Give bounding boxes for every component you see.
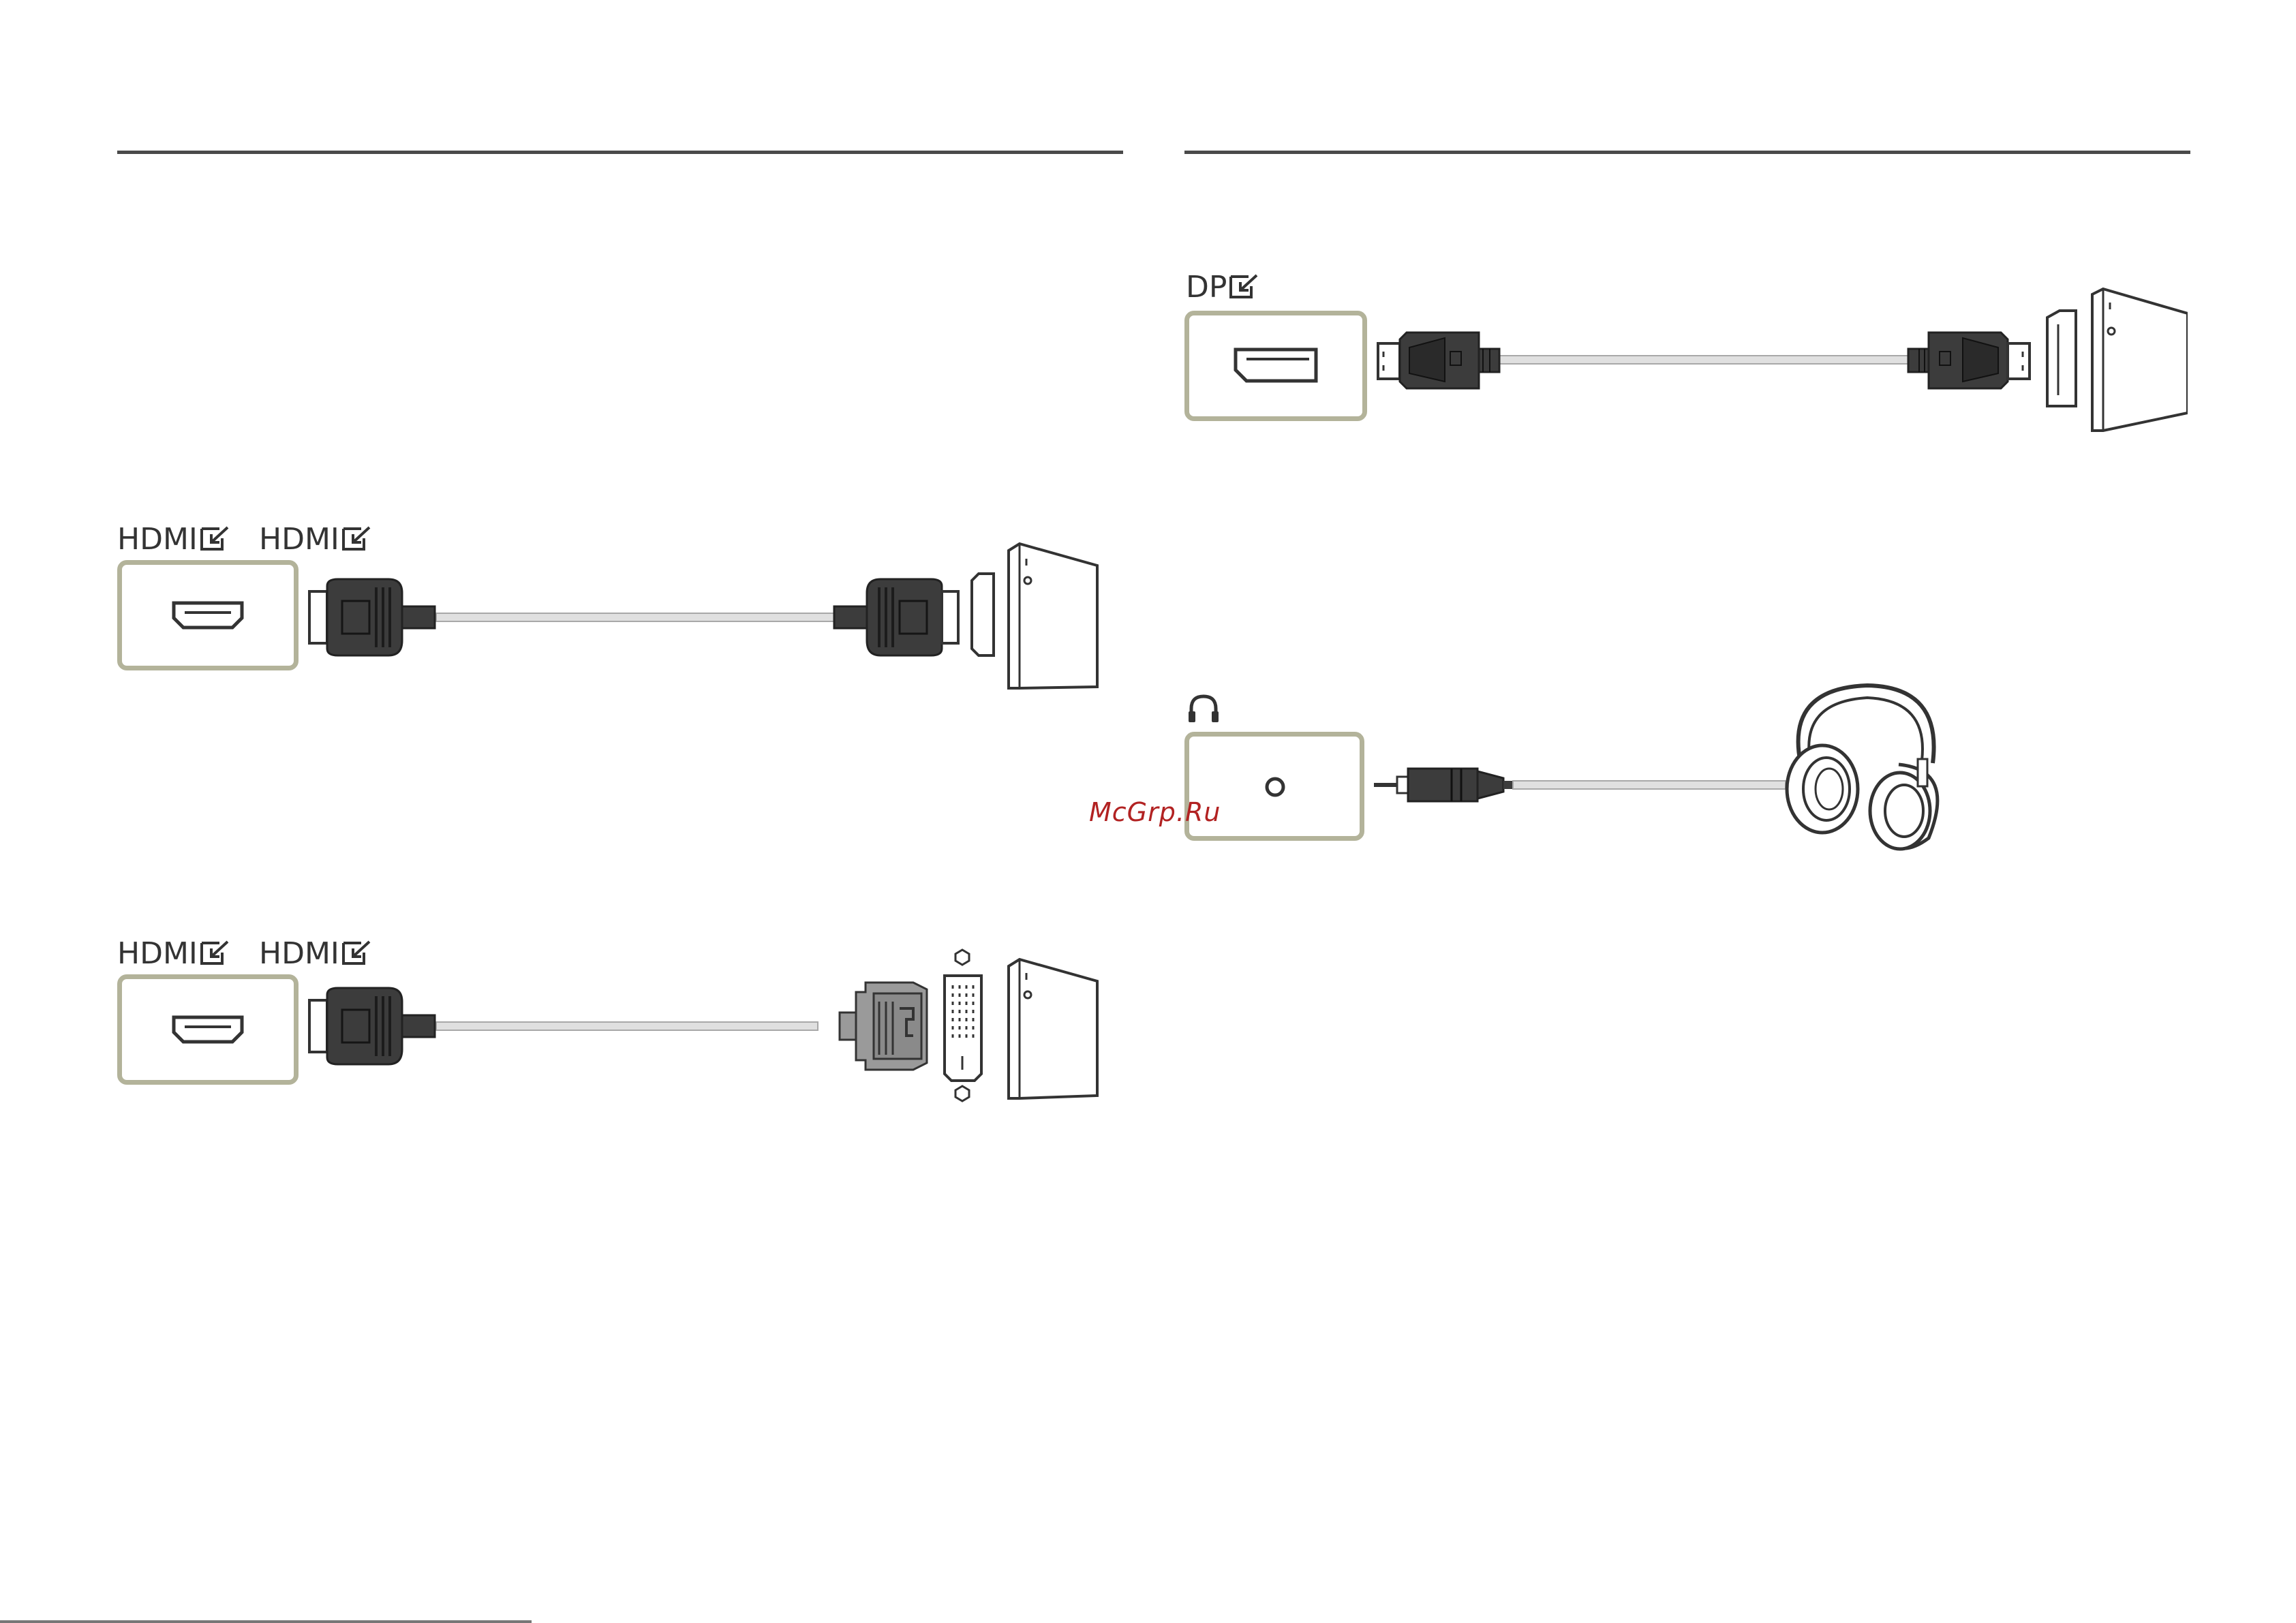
- headphones-icon: [1787, 685, 1938, 849]
- input-port-icon: [199, 525, 230, 557]
- left-header-rule: [117, 151, 1123, 154]
- hdmi-dvi-port-label: HDMI: [117, 939, 230, 972]
- audio-plug-icon: [1374, 769, 1513, 801]
- displayport-port-box: [1184, 311, 1367, 421]
- displayport-cable-diagram: [1370, 286, 2188, 443]
- dvi-port-icon: [945, 950, 981, 1101]
- watermark: McGrp.Ru: [1089, 797, 1221, 827]
- hdmi-port-label: HDMI: [117, 525, 230, 557]
- hdmi-port-icon: [122, 979, 294, 1080]
- headphone-jack-icon: [1186, 692, 1221, 725]
- hdmi-plug-monitor-side: [309, 579, 435, 655]
- input-port-icon: [199, 939, 230, 972]
- displayport-plug-monitor-side: [1378, 333, 1499, 388]
- hdmi-to-dvi-cable-diagram: [300, 940, 1118, 1117]
- hdmi-port-icon: [122, 565, 294, 666]
- pc-tower-icon: [1009, 544, 1097, 688]
- pc-tower-icon: [2092, 289, 2188, 431]
- pc-tower-icon: [1009, 959, 1097, 1098]
- right-header-rule: [1184, 151, 2190, 154]
- headphone-cable-diagram: [1370, 675, 1956, 872]
- hdmi-to-hdmi-cable-diagram: [300, 538, 1118, 695]
- displayport-port-label: DP: [1186, 273, 1259, 305]
- hdmi-port-box: [117, 560, 299, 670]
- hdmi-dvi-port-box: [117, 974, 299, 1085]
- displayport-plug-pc-side: [1908, 333, 2030, 388]
- displayport-port-icon: [1189, 315, 1362, 416]
- headphone-port-label: [1186, 692, 1221, 730]
- dvi-adapter-icon: [840, 983, 927, 1070]
- hdmi-plug-pc-side: [834, 579, 958, 655]
- hdmi-plug-monitor-side: [309, 988, 435, 1064]
- footer-rule: [0, 1620, 532, 1623]
- input-port-icon: [1228, 273, 1259, 305]
